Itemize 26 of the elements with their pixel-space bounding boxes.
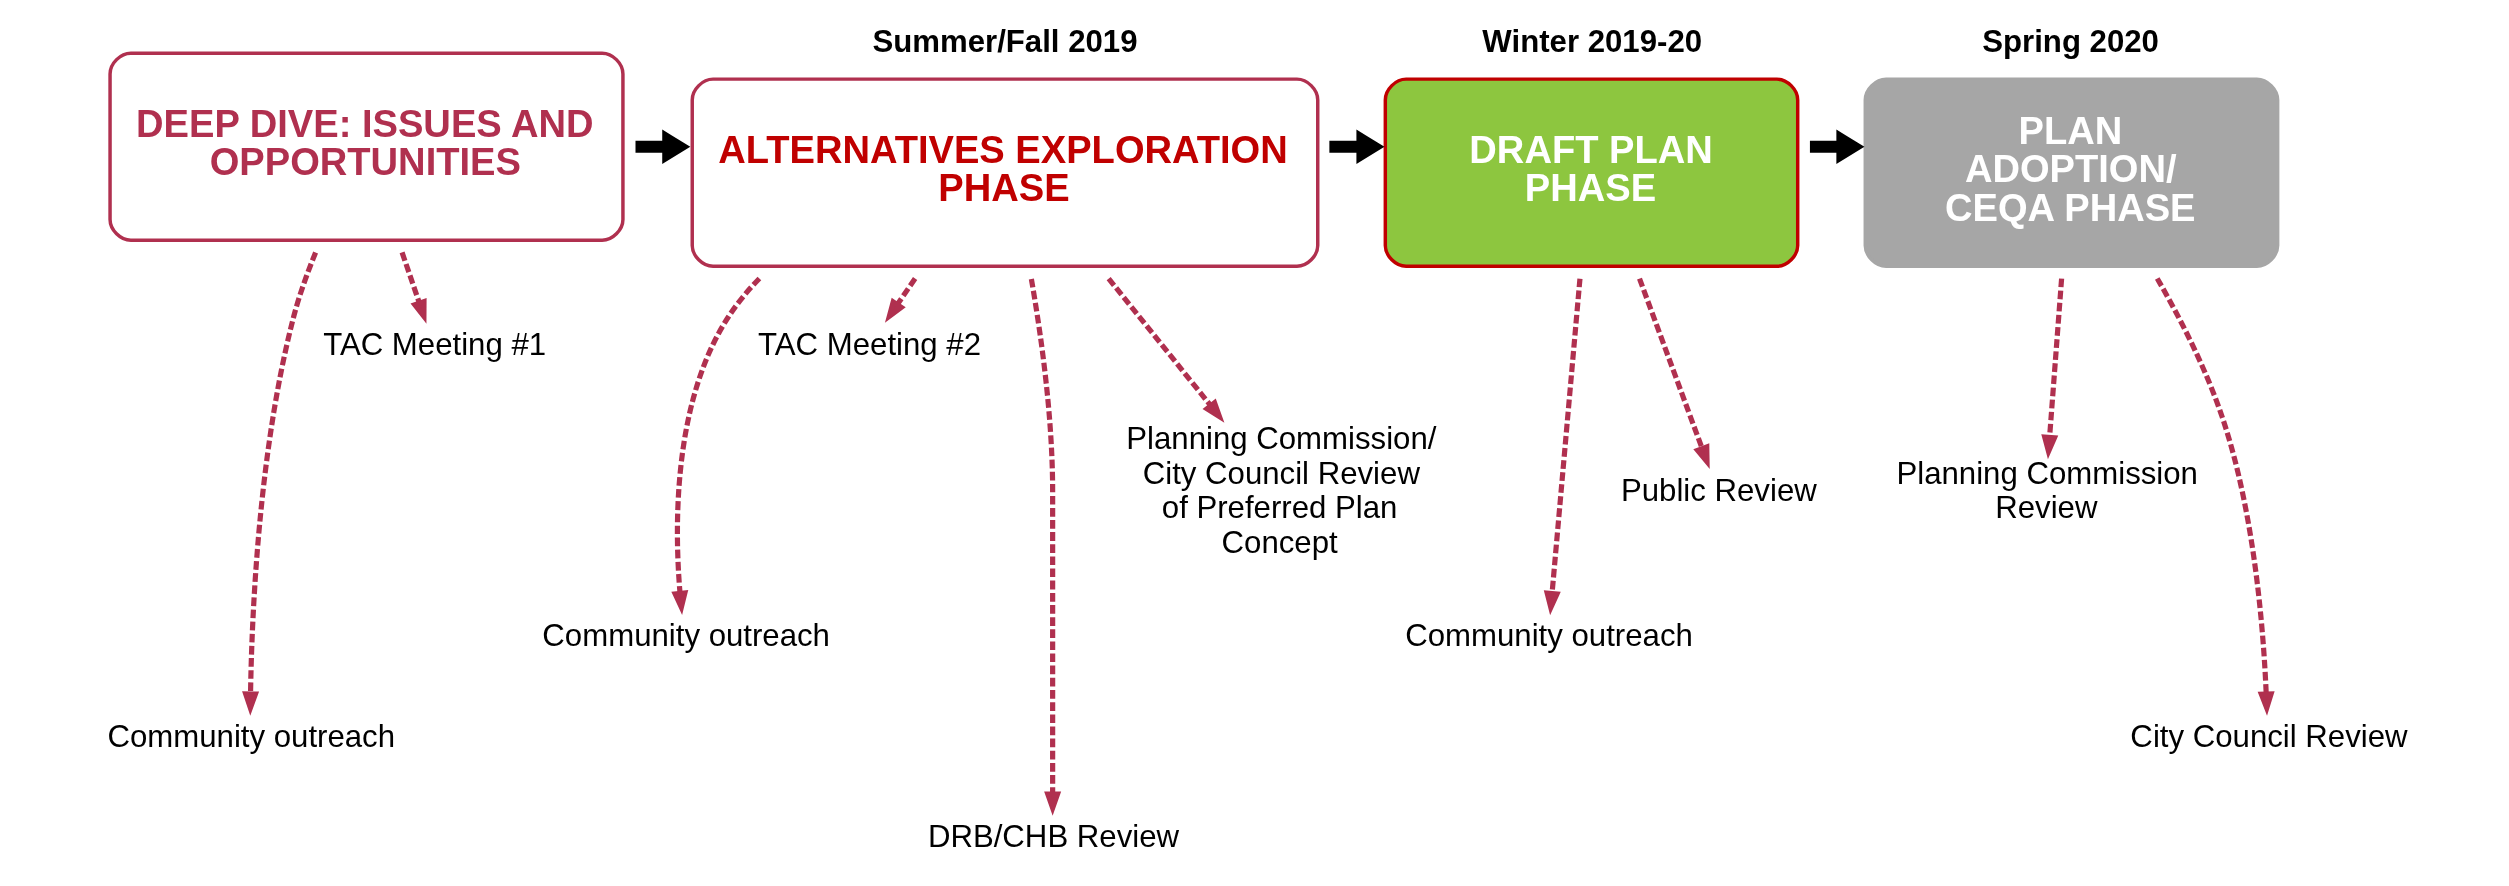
arrow bbox=[242, 251, 319, 716]
node-text: Community outreach bbox=[1405, 618, 1693, 654]
arrow bbox=[399, 251, 427, 324]
node-text: TAC Meeting #2 bbox=[758, 327, 982, 363]
node-text: TAC Meeting #1 bbox=[323, 327, 547, 363]
arrow bbox=[1809, 129, 1865, 164]
node-label: Summer/Fall 2019 bbox=[872, 24, 1138, 60]
node-text: Planning Commission Review bbox=[1896, 455, 2198, 526]
arrow bbox=[635, 129, 691, 164]
node-label: Spring 2020 bbox=[1982, 24, 2159, 60]
node-text: City Council Review bbox=[2130, 718, 2408, 754]
node-label: Winter 2019-20 bbox=[1482, 24, 1703, 60]
arrow bbox=[1637, 277, 1710, 470]
node-text: Public Review bbox=[1620, 472, 1817, 508]
node-text: DRB/CHB Review bbox=[927, 819, 1180, 855]
arrow bbox=[1106, 277, 1225, 423]
node-text: Community outreach bbox=[107, 718, 396, 754]
arrow bbox=[2041, 278, 2065, 460]
arrow bbox=[1543, 278, 1583, 616]
arrow bbox=[671, 276, 762, 616]
arrow bbox=[1028, 278, 1062, 816]
arrow bbox=[1329, 129, 1385, 164]
arrow bbox=[884, 277, 918, 323]
node-text: Community outreach bbox=[542, 618, 830, 654]
node-text: Planning Commission/ City Council Review of Preferred Plan Concept bbox=[1126, 420, 1437, 560]
arrow bbox=[2155, 277, 2275, 716]
